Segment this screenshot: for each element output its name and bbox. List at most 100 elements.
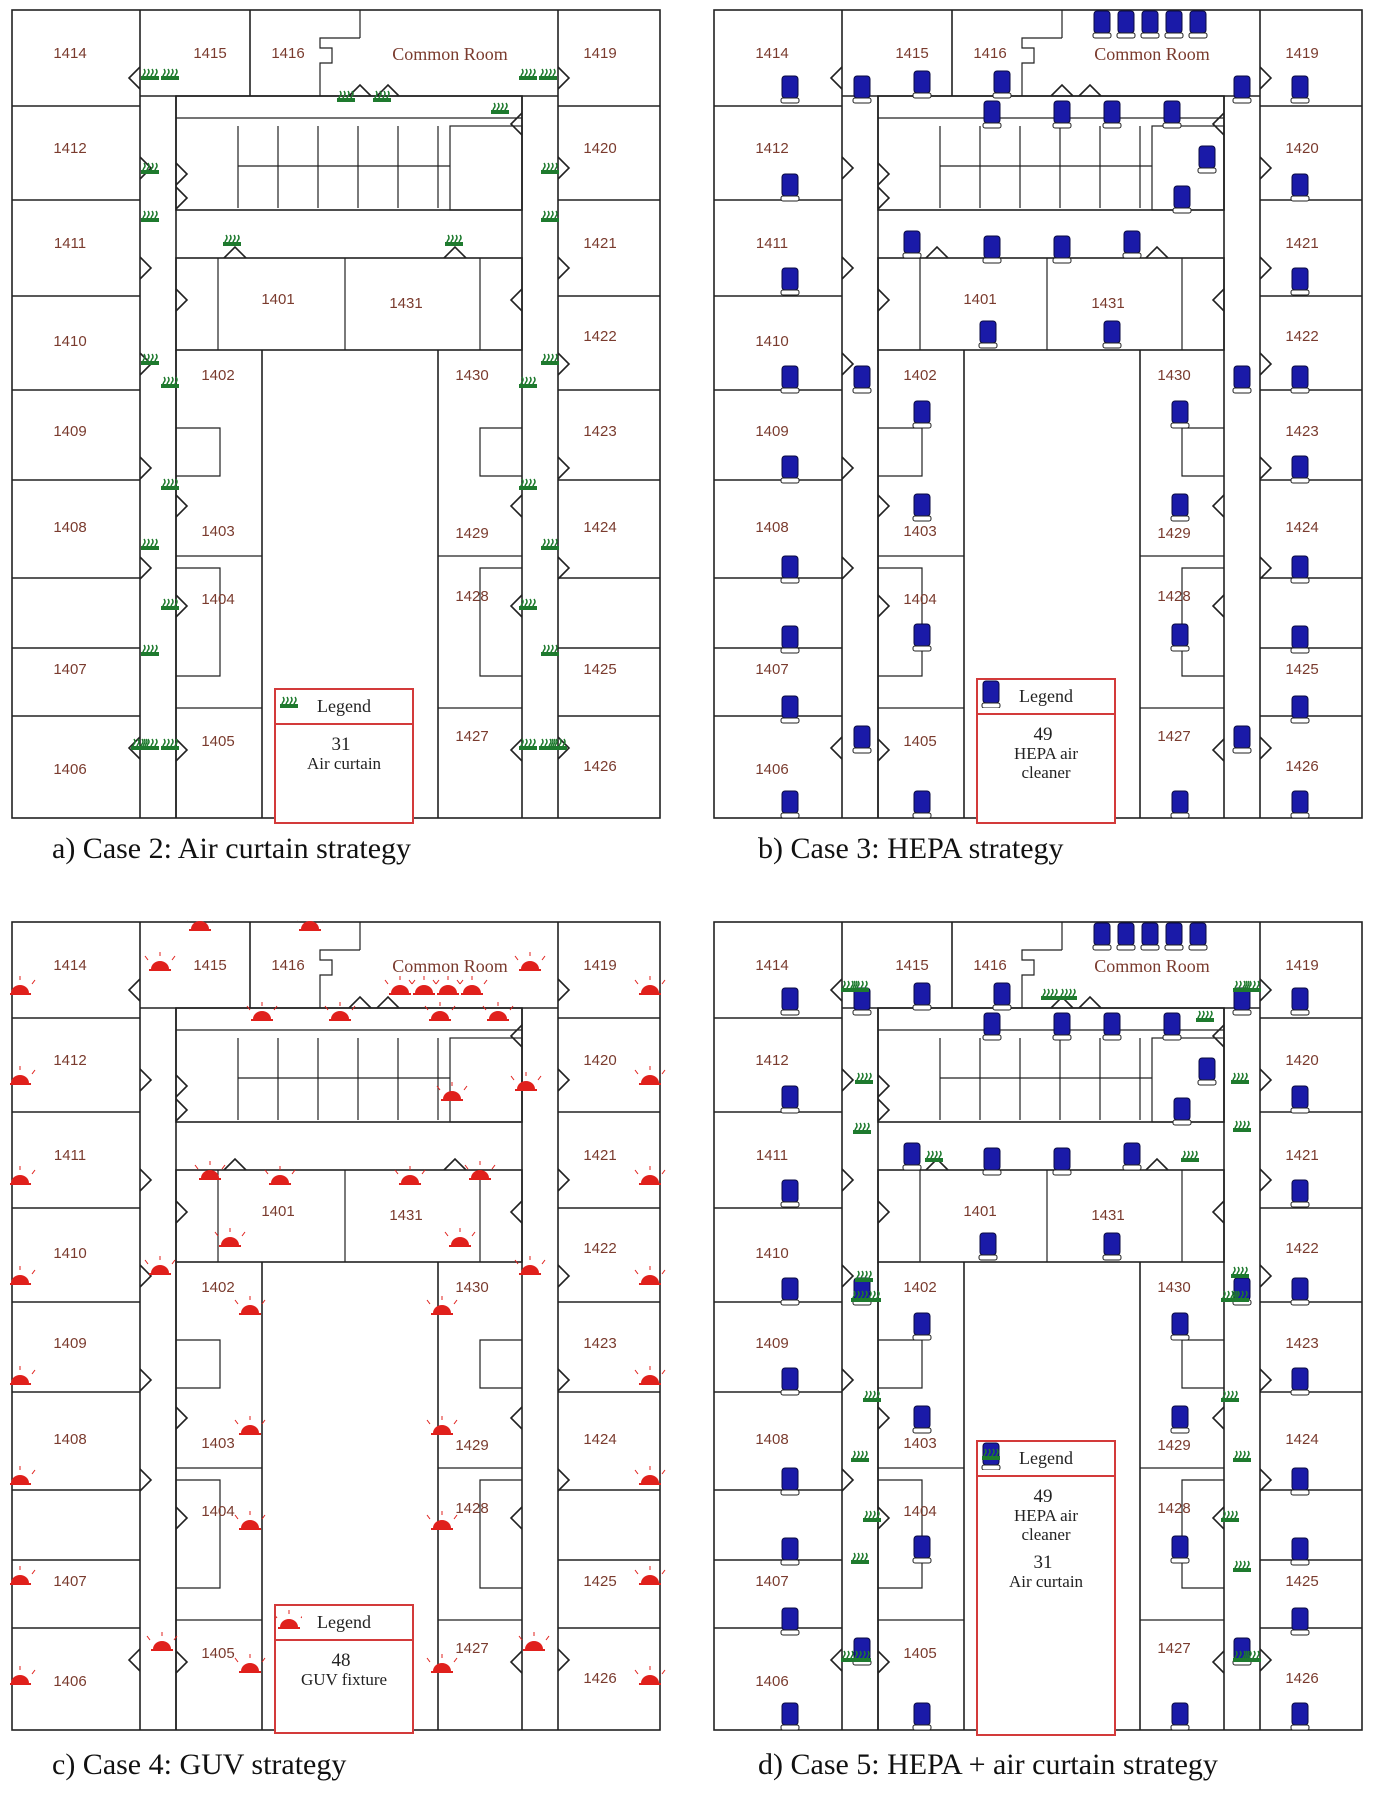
hepa-cleaner-icon xyxy=(1116,922,1136,951)
room-label-1405: 1405 xyxy=(201,1645,234,1662)
air-curtain-icon xyxy=(491,102,509,114)
guv-fixture-icon xyxy=(456,976,488,995)
door-icon xyxy=(139,1468,153,1492)
hepa-cleaner-icon xyxy=(1052,235,1072,264)
common-room-label: Common Room xyxy=(392,956,508,976)
room-label-1411: 1411 xyxy=(54,1147,86,1164)
door-icon xyxy=(223,1157,247,1171)
hepa-cleaner-icon xyxy=(780,267,800,296)
air-curtain-icon xyxy=(373,90,391,102)
hepa-cleaner-icon xyxy=(780,1537,800,1566)
room-label-1415: 1415 xyxy=(193,957,226,974)
hepa-cleaner-icon xyxy=(852,75,872,104)
legend-title: Legend xyxy=(978,680,1114,715)
hepa-cleaner-icon xyxy=(1290,1607,1310,1636)
door-icon xyxy=(841,256,855,280)
room-label-1425: 1425 xyxy=(1285,661,1318,678)
room-label-1422: 1422 xyxy=(1285,328,1318,345)
door-icon xyxy=(557,556,571,580)
room-label-1405: 1405 xyxy=(903,1645,936,1662)
door-icon xyxy=(877,1506,891,1530)
hepa-cleaner-icon xyxy=(1290,1537,1310,1566)
guv-fixture-icon xyxy=(146,1632,178,1651)
room-label-1420: 1420 xyxy=(583,1052,616,1069)
door-icon xyxy=(509,738,523,762)
guv-fixture-icon xyxy=(234,1296,266,1315)
room-label-1410: 1410 xyxy=(53,1245,86,1262)
door-icon xyxy=(175,1406,189,1430)
door-icon xyxy=(557,1468,571,1492)
hepa-cleaner-icon xyxy=(1290,625,1310,654)
legend-label: GUV fixture xyxy=(300,1669,388,1689)
door-icon xyxy=(557,1168,571,1192)
room-label-1412: 1412 xyxy=(53,140,86,157)
hepa-cleaner-icon xyxy=(1232,987,1252,1016)
hepa-cleaner-icon xyxy=(1052,1147,1072,1176)
air-curtain-icon xyxy=(1233,1450,1251,1462)
hepa-cleaner-icon xyxy=(912,790,932,819)
room-label-1401: 1401 xyxy=(963,1203,996,1220)
legend-label: HEPA air cleaner xyxy=(1013,1505,1079,1544)
hepa-cleaner-icon xyxy=(1116,10,1136,39)
door-icon xyxy=(1211,1024,1225,1048)
hepa-cleaner-icon xyxy=(1290,1179,1310,1208)
door-icon xyxy=(1078,995,1102,1009)
door-icon xyxy=(841,1264,855,1288)
guv-fixture-icon xyxy=(194,1161,226,1180)
hepa-cleaner-icon xyxy=(978,1232,998,1261)
hepa-cleaner-icon xyxy=(1290,1702,1310,1731)
air-curtain-icon xyxy=(141,353,159,365)
air-curtain-icon xyxy=(1059,988,1077,1000)
air-curtain-icon xyxy=(1221,1390,1239,1402)
room-label-1429: 1429 xyxy=(455,1437,488,1454)
door-icon xyxy=(175,1074,189,1098)
room-label-1419: 1419 xyxy=(583,957,616,974)
legend-count: 49 xyxy=(1033,1485,1053,1507)
hepa-cleaner-icon xyxy=(1092,922,1112,951)
hepa-cleaner-icon xyxy=(1172,1097,1192,1126)
air-curtain-icon xyxy=(1233,1120,1251,1132)
door-icon xyxy=(1050,83,1074,97)
air-curtain-icon xyxy=(161,478,179,490)
room-label-1421: 1421 xyxy=(1285,1147,1318,1164)
hepa-cleaner-icon xyxy=(780,1367,800,1396)
caption-case-5: d) Case 5: HEPA + air curtain strategy xyxy=(758,1748,1218,1781)
room-label-1406: 1406 xyxy=(755,1673,788,1690)
room-label-1414: 1414 xyxy=(53,45,86,62)
room-label-1428: 1428 xyxy=(1157,1500,1190,1517)
guv-fixture-icon xyxy=(394,1166,426,1185)
legend-label: Air curtain xyxy=(1008,1572,1084,1592)
room-label-1430: 1430 xyxy=(455,1279,488,1296)
door-icon xyxy=(1259,1264,1273,1288)
air-curtain-icon xyxy=(541,538,559,550)
hepa-cleaner-icon xyxy=(912,1535,932,1564)
hepa-cleaner-icon xyxy=(1052,1012,1072,1041)
caption-case-4: c) Case 4: GUV strategy xyxy=(52,1748,347,1781)
hepa-cleaner-icon xyxy=(981,680,1001,708)
room-label-1402: 1402 xyxy=(903,1279,936,1296)
common-room-label: Common Room xyxy=(1094,44,1210,64)
hepa-cleaner-icon xyxy=(1188,922,1208,951)
air-curtain-icon xyxy=(131,738,149,750)
door-icon xyxy=(1211,1506,1225,1530)
door-icon xyxy=(1211,1200,1225,1224)
room-label-1424: 1424 xyxy=(1285,519,1318,536)
door-icon xyxy=(877,1098,891,1122)
room-label-1429: 1429 xyxy=(1157,525,1190,542)
hepa-cleaner-icon xyxy=(1290,1085,1310,1114)
guv-fixture-icon xyxy=(10,1366,36,1385)
door-icon xyxy=(1078,83,1102,97)
air-curtain-icon xyxy=(280,696,298,708)
room-label-1409: 1409 xyxy=(53,1335,86,1352)
air-curtain-icon xyxy=(519,376,537,388)
room-label-1424: 1424 xyxy=(583,519,616,536)
door-icon xyxy=(841,456,855,480)
air-curtain-icon xyxy=(863,1390,881,1402)
door-icon xyxy=(829,66,843,90)
hepa-cleaner-icon xyxy=(1170,1312,1190,1341)
hepa-cleaner-icon xyxy=(1102,1012,1122,1041)
door-icon xyxy=(1259,978,1273,1002)
